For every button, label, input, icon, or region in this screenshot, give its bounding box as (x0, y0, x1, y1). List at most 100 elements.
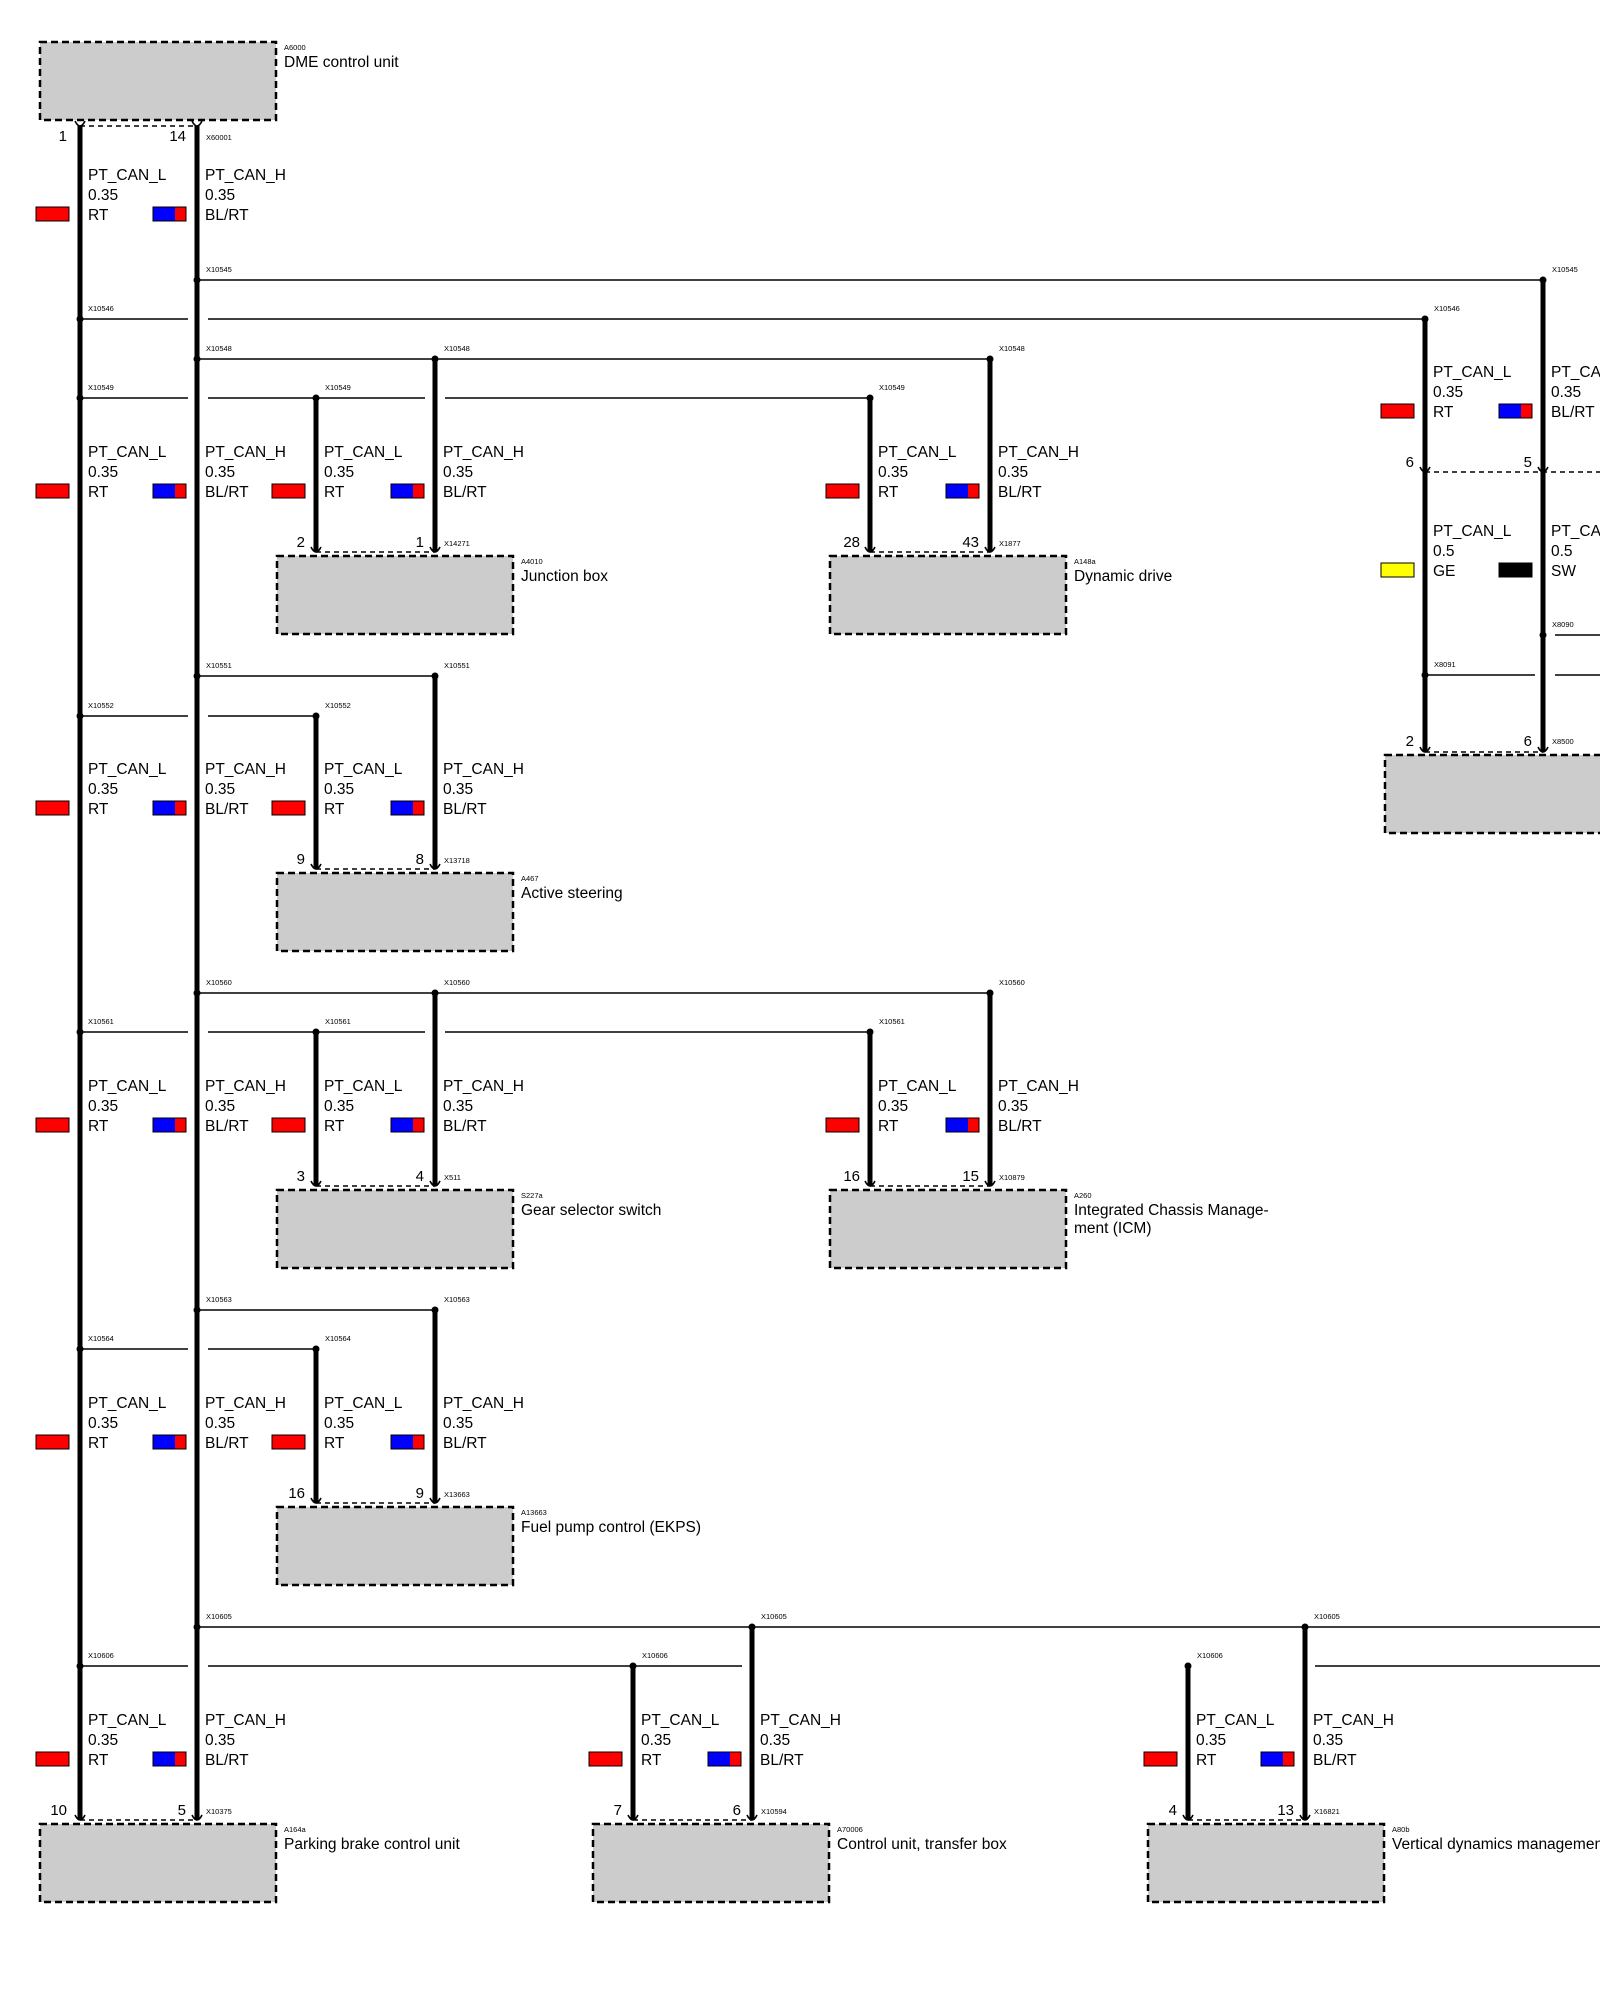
wire-name: PT_CAN_L (88, 444, 167, 461)
module-id: A4010 (521, 557, 543, 566)
splice-tag: X10606 (88, 1651, 114, 1660)
wire-color-swatch-primary (1261, 1752, 1283, 1766)
pin-marker (191, 120, 203, 127)
wire-color-swatch (1498, 562, 1533, 578)
wire-color-code: BL/RT (443, 1435, 487, 1452)
splice-tag: X10563 (444, 1295, 470, 1304)
wire-name: PT_CA (1551, 523, 1600, 540)
splice-dot (76, 315, 84, 323)
module-name: Dynamic drive (1074, 568, 1172, 585)
wire-color-swatch (1380, 562, 1415, 578)
wire-name: PT_CA (1551, 364, 1600, 381)
module-name: Control unit, transfer box (837, 1836, 1007, 1853)
pin-marker (310, 863, 322, 870)
wire-size: 0.35 (760, 1732, 790, 1749)
wire-size: 0.35 (88, 1098, 118, 1115)
pin-number: 3 (297, 1168, 305, 1185)
splice-tag: X10561 (879, 1017, 905, 1026)
module-id: A13663 (521, 1508, 547, 1517)
module-box (1383, 753, 1600, 835)
splice-dot (76, 1345, 84, 1353)
wire-color-swatch-border (1260, 1751, 1295, 1767)
splice-dot (193, 672, 201, 680)
module-box (38, 40, 278, 122)
wire-color-swatch-primary (391, 801, 413, 815)
pin-number: 6 (1406, 454, 1414, 471)
wire-size: 0.35 (324, 464, 354, 481)
splice-tag: X10605 (1314, 1612, 1340, 1621)
pin-number: 13 (1277, 1802, 1294, 1819)
pin-marker (984, 1180, 996, 1187)
wire-color-swatch (825, 1117, 860, 1133)
module-box (275, 871, 515, 953)
pin-marker (1537, 466, 1549, 473)
wire-size: 0.35 (205, 1732, 235, 1749)
wire-size: 0.35 (88, 187, 118, 204)
wire-color-code: BL/RT (760, 1752, 804, 1769)
wire-color-swatch-stripe (413, 801, 424, 815)
wire-color-code: RT (88, 484, 109, 501)
wire-color-swatch-primary (153, 1752, 175, 1766)
pin-number: 2 (1406, 733, 1414, 750)
wire-color-swatch-stripe (413, 484, 424, 498)
pin-number: 4 (1169, 1802, 1177, 1819)
wire-color-swatch-stripe (175, 484, 186, 498)
connector-tag: X60001 (206, 133, 232, 142)
connector-tag: X13663 (444, 1490, 470, 1499)
wire-name: PT_CAN_H (760, 1712, 841, 1729)
module-name: Junction box (521, 568, 608, 585)
wire-color-swatch-stripe (413, 1435, 424, 1449)
wire-color-swatch (35, 206, 70, 222)
pin-marker (74, 120, 86, 127)
wire-color-code: RT (88, 801, 109, 818)
wire-size: 0.35 (443, 781, 473, 798)
wire-color-code: BL/RT (1313, 1752, 1357, 1769)
splice-dot (629, 1662, 637, 1670)
wire-color-swatch-border (152, 206, 187, 222)
wire-color-swatch-primary (153, 207, 175, 221)
wire-color-code: GE (1433, 563, 1455, 580)
wire-size: 0.35 (443, 1098, 473, 1115)
pin-marker (429, 863, 441, 870)
wire-color-code: SW (1551, 563, 1576, 580)
connector-tag: X10594 (761, 1807, 787, 1816)
module-name: Fuel pump control (EKPS) (521, 1519, 701, 1536)
wire-color-swatch (35, 1434, 70, 1450)
splice-tag: X10548 (999, 344, 1025, 353)
splice-dot (193, 355, 201, 363)
wire-color-swatch-border (945, 1117, 980, 1133)
module-id: A148a (1074, 557, 1097, 566)
wire-color-swatch (35, 1751, 70, 1767)
connector-dashes (80, 125, 1600, 1821)
splice-dot (312, 394, 320, 402)
splice-dot (76, 712, 84, 720)
splice-dot (1539, 276, 1547, 284)
wire-size: 0.35 (88, 781, 118, 798)
pin-number: 15 (962, 1168, 979, 1185)
module-name: Gear selector switch (521, 1202, 661, 1219)
wire-color-swatch-primary (391, 1435, 413, 1449)
wire-color-swatch-stripe (175, 1435, 186, 1449)
wire-name: PT_CAN_L (878, 1078, 957, 1095)
pin-number: 16 (843, 1168, 860, 1185)
wire-size: 0.5 (1551, 543, 1573, 560)
splice-tag: X10546 (88, 304, 114, 313)
wire-color-swatch-border (152, 1434, 187, 1450)
splice-dot (431, 672, 439, 680)
module-box (275, 1505, 515, 1587)
splice-tag: X10606 (642, 1651, 668, 1660)
wire-name: PT_CAN_L (324, 1395, 403, 1412)
splice-dot (312, 1345, 320, 1353)
splice-tag: X10548 (444, 344, 470, 353)
module-name-line2: ment (ICM) (1074, 1220, 1152, 1237)
splice-dot (1421, 315, 1429, 323)
wire-color-code: BL/RT (1551, 404, 1595, 421)
